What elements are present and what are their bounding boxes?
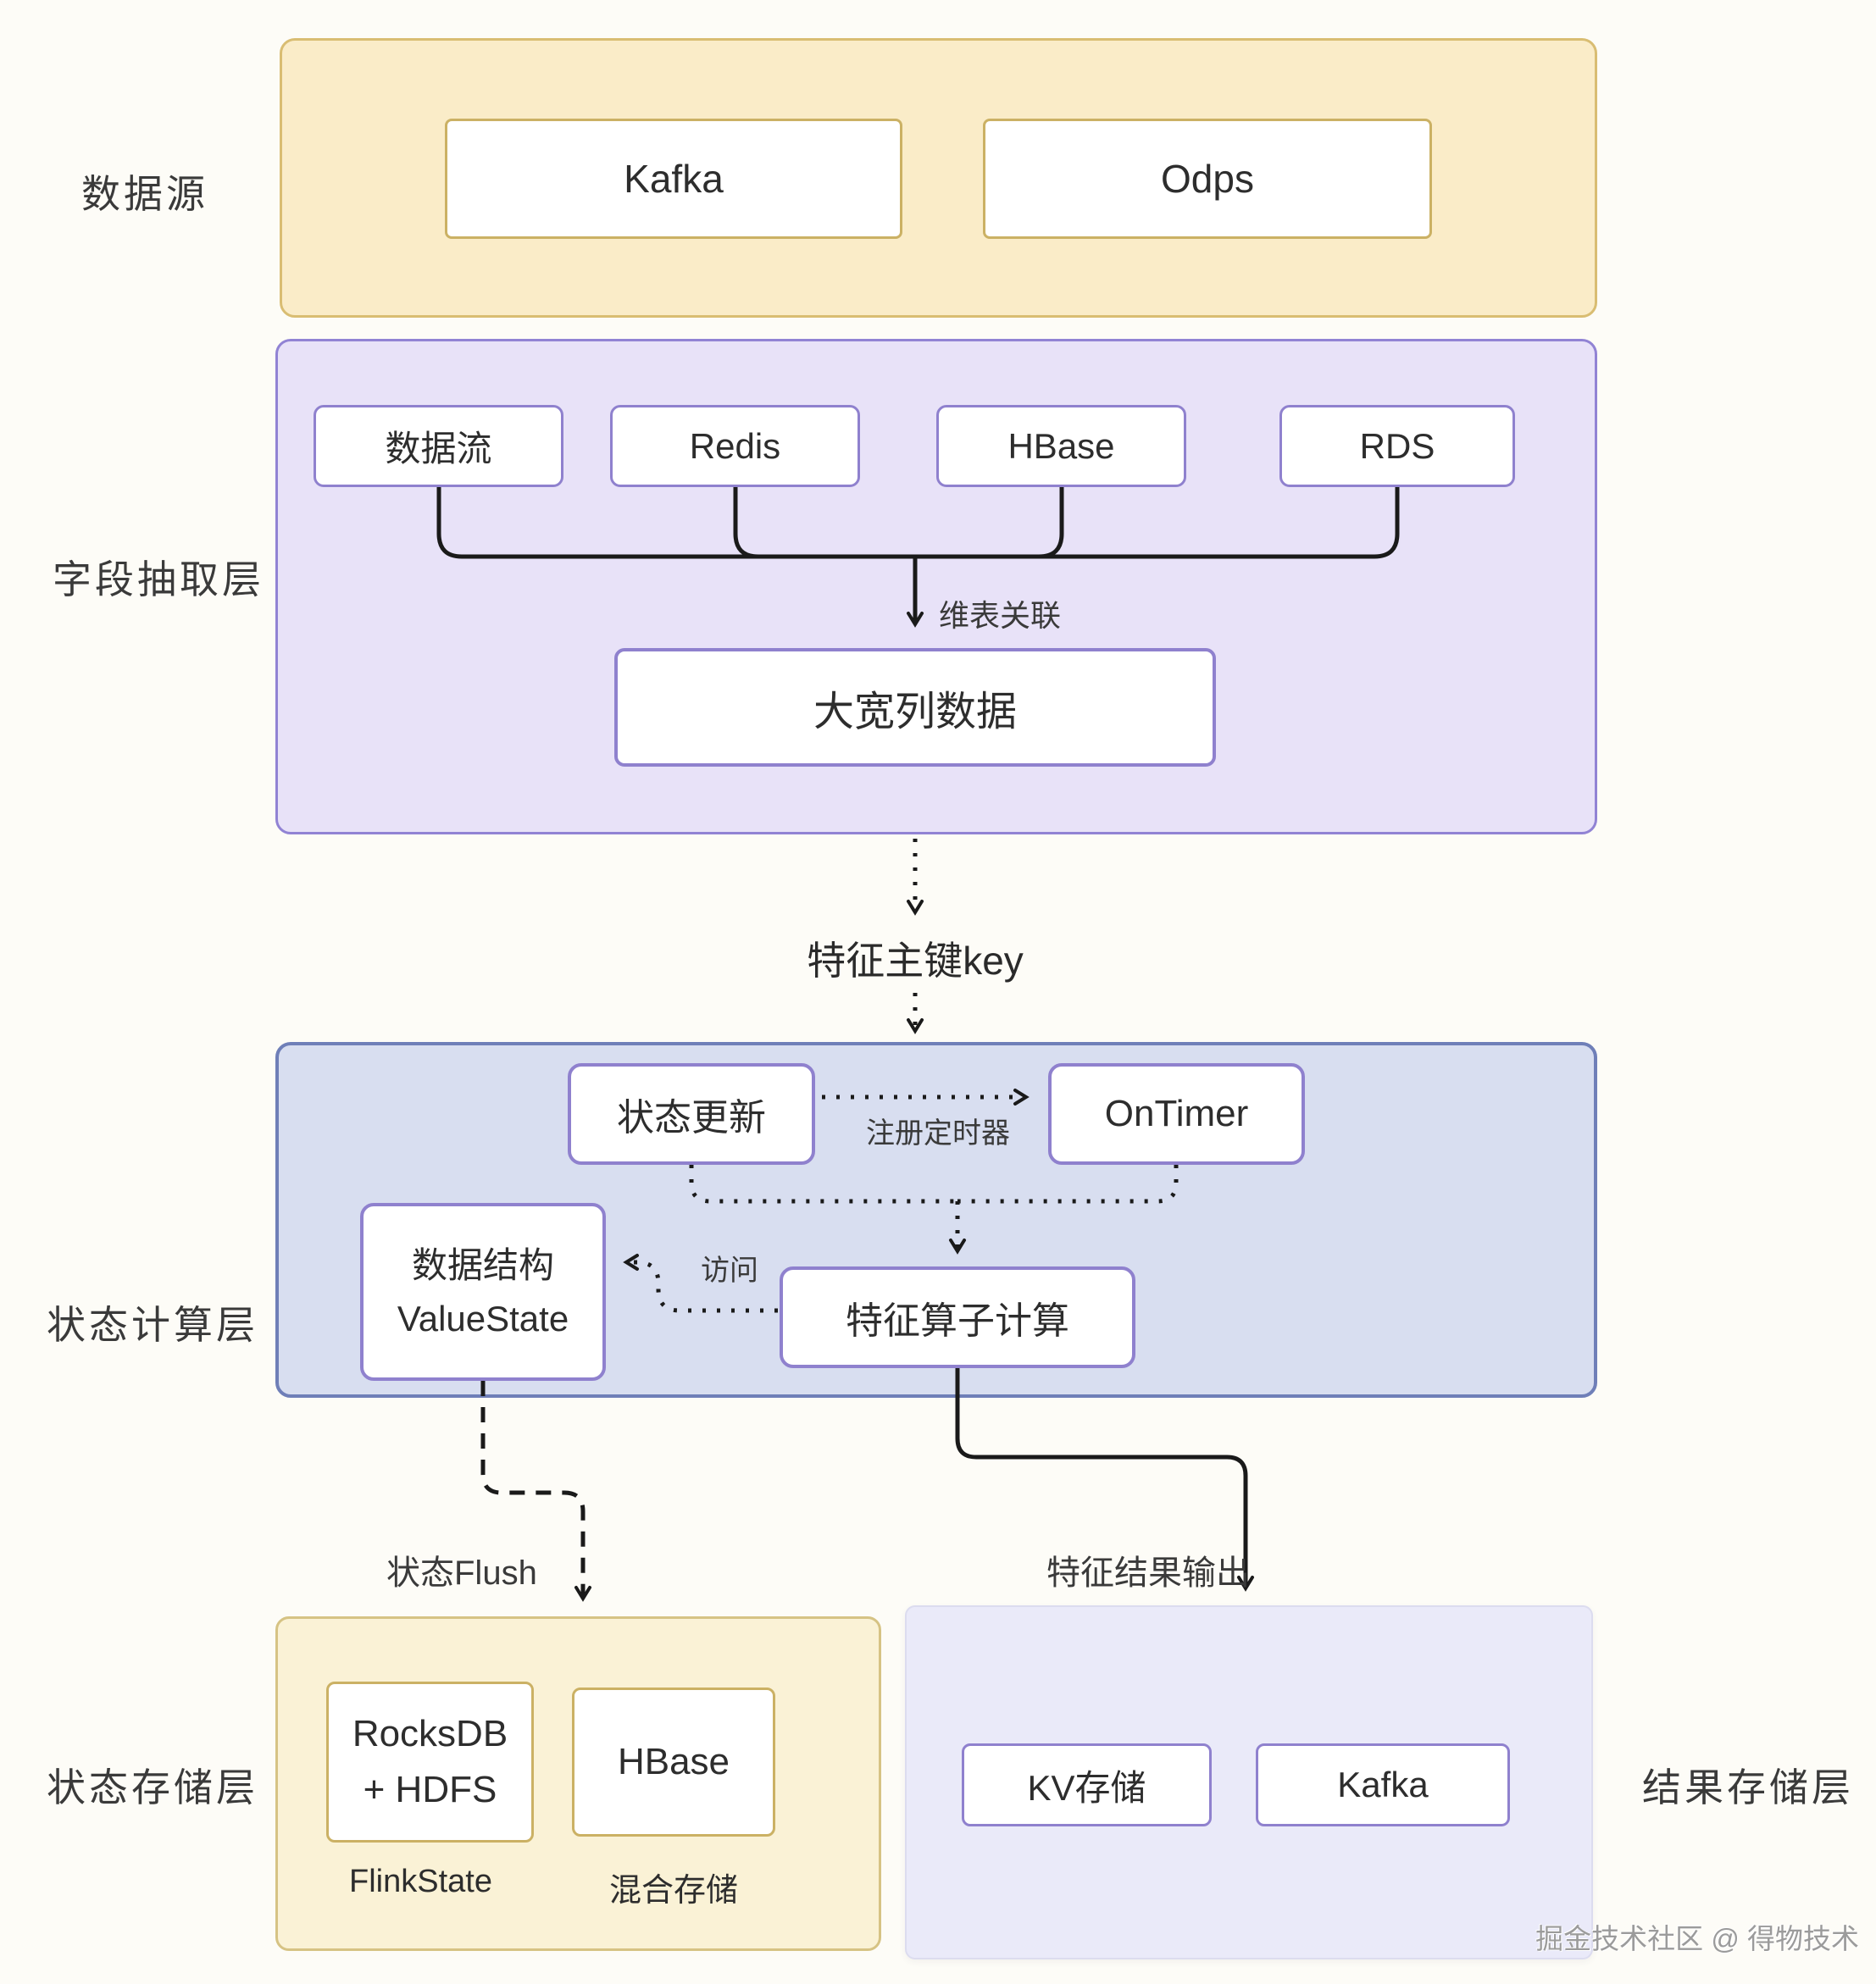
node-rocksdb-hdfs: RocksDB + HDFS bbox=[326, 1682, 534, 1843]
label-state-compute-layer: 状态计算层 bbox=[47, 1303, 258, 1347]
label-state-storage-layer: 状态存储层 bbox=[47, 1765, 258, 1809]
label-data-source-layer: 数据源 bbox=[81, 172, 208, 216]
edge-label-register-timer: 注册定时器 bbox=[866, 1117, 1010, 1150]
node-value-state: 数据结构 ValueState bbox=[360, 1203, 606, 1381]
edge-label-state-flush: 状态Flush bbox=[386, 1555, 537, 1592]
edge-label-access: 访问 bbox=[701, 1255, 758, 1287]
edge-label-dim-join: 维表关联 bbox=[939, 598, 1062, 633]
node-on-timer: OnTimer bbox=[1048, 1063, 1305, 1165]
node-kv-store: KV存储 bbox=[962, 1743, 1212, 1826]
node-rocksdb-line1: RocksDB bbox=[352, 1713, 508, 1754]
node-hbase-storage: HBase bbox=[572, 1688, 775, 1837]
node-hbase-extract: HBase bbox=[936, 405, 1186, 487]
label-field-extract-layer: 字段抽取层 bbox=[53, 557, 264, 601]
caption-hybrid-storage: 混合存储 bbox=[609, 1873, 739, 1909]
node-wide-table: 大宽列数据 bbox=[614, 648, 1216, 767]
node-rocksdb-line2: + HDFS bbox=[363, 1769, 497, 1810]
node-feature-calc: 特征算子计算 bbox=[780, 1266, 1135, 1368]
caption-flink-state: FlinkState bbox=[349, 1864, 492, 1899]
label-result-storage-layer: 结果存储层 bbox=[1642, 1765, 1854, 1809]
node-redis: Redis bbox=[610, 405, 860, 487]
node-value-state-line2: ValueState bbox=[397, 1299, 569, 1338]
node-data-stream: 数据流 bbox=[314, 405, 563, 487]
node-odps: Odps bbox=[983, 119, 1432, 239]
node-value-state-line1: 数据结构 bbox=[411, 1245, 554, 1285]
watermark: 掘金技术社区 @ 得物技术 bbox=[1535, 1923, 1859, 1954]
node-kafka-source: Kafka bbox=[445, 119, 902, 239]
node-rds: RDS bbox=[1279, 405, 1515, 487]
node-state-update: 状态更新 bbox=[568, 1063, 815, 1165]
edge-label-feature-output: 特征结果输出 bbox=[1046, 1555, 1250, 1592]
label-feature-key: 特征主键key bbox=[807, 939, 1024, 983]
node-kafka-result: Kafka bbox=[1256, 1743, 1510, 1826]
